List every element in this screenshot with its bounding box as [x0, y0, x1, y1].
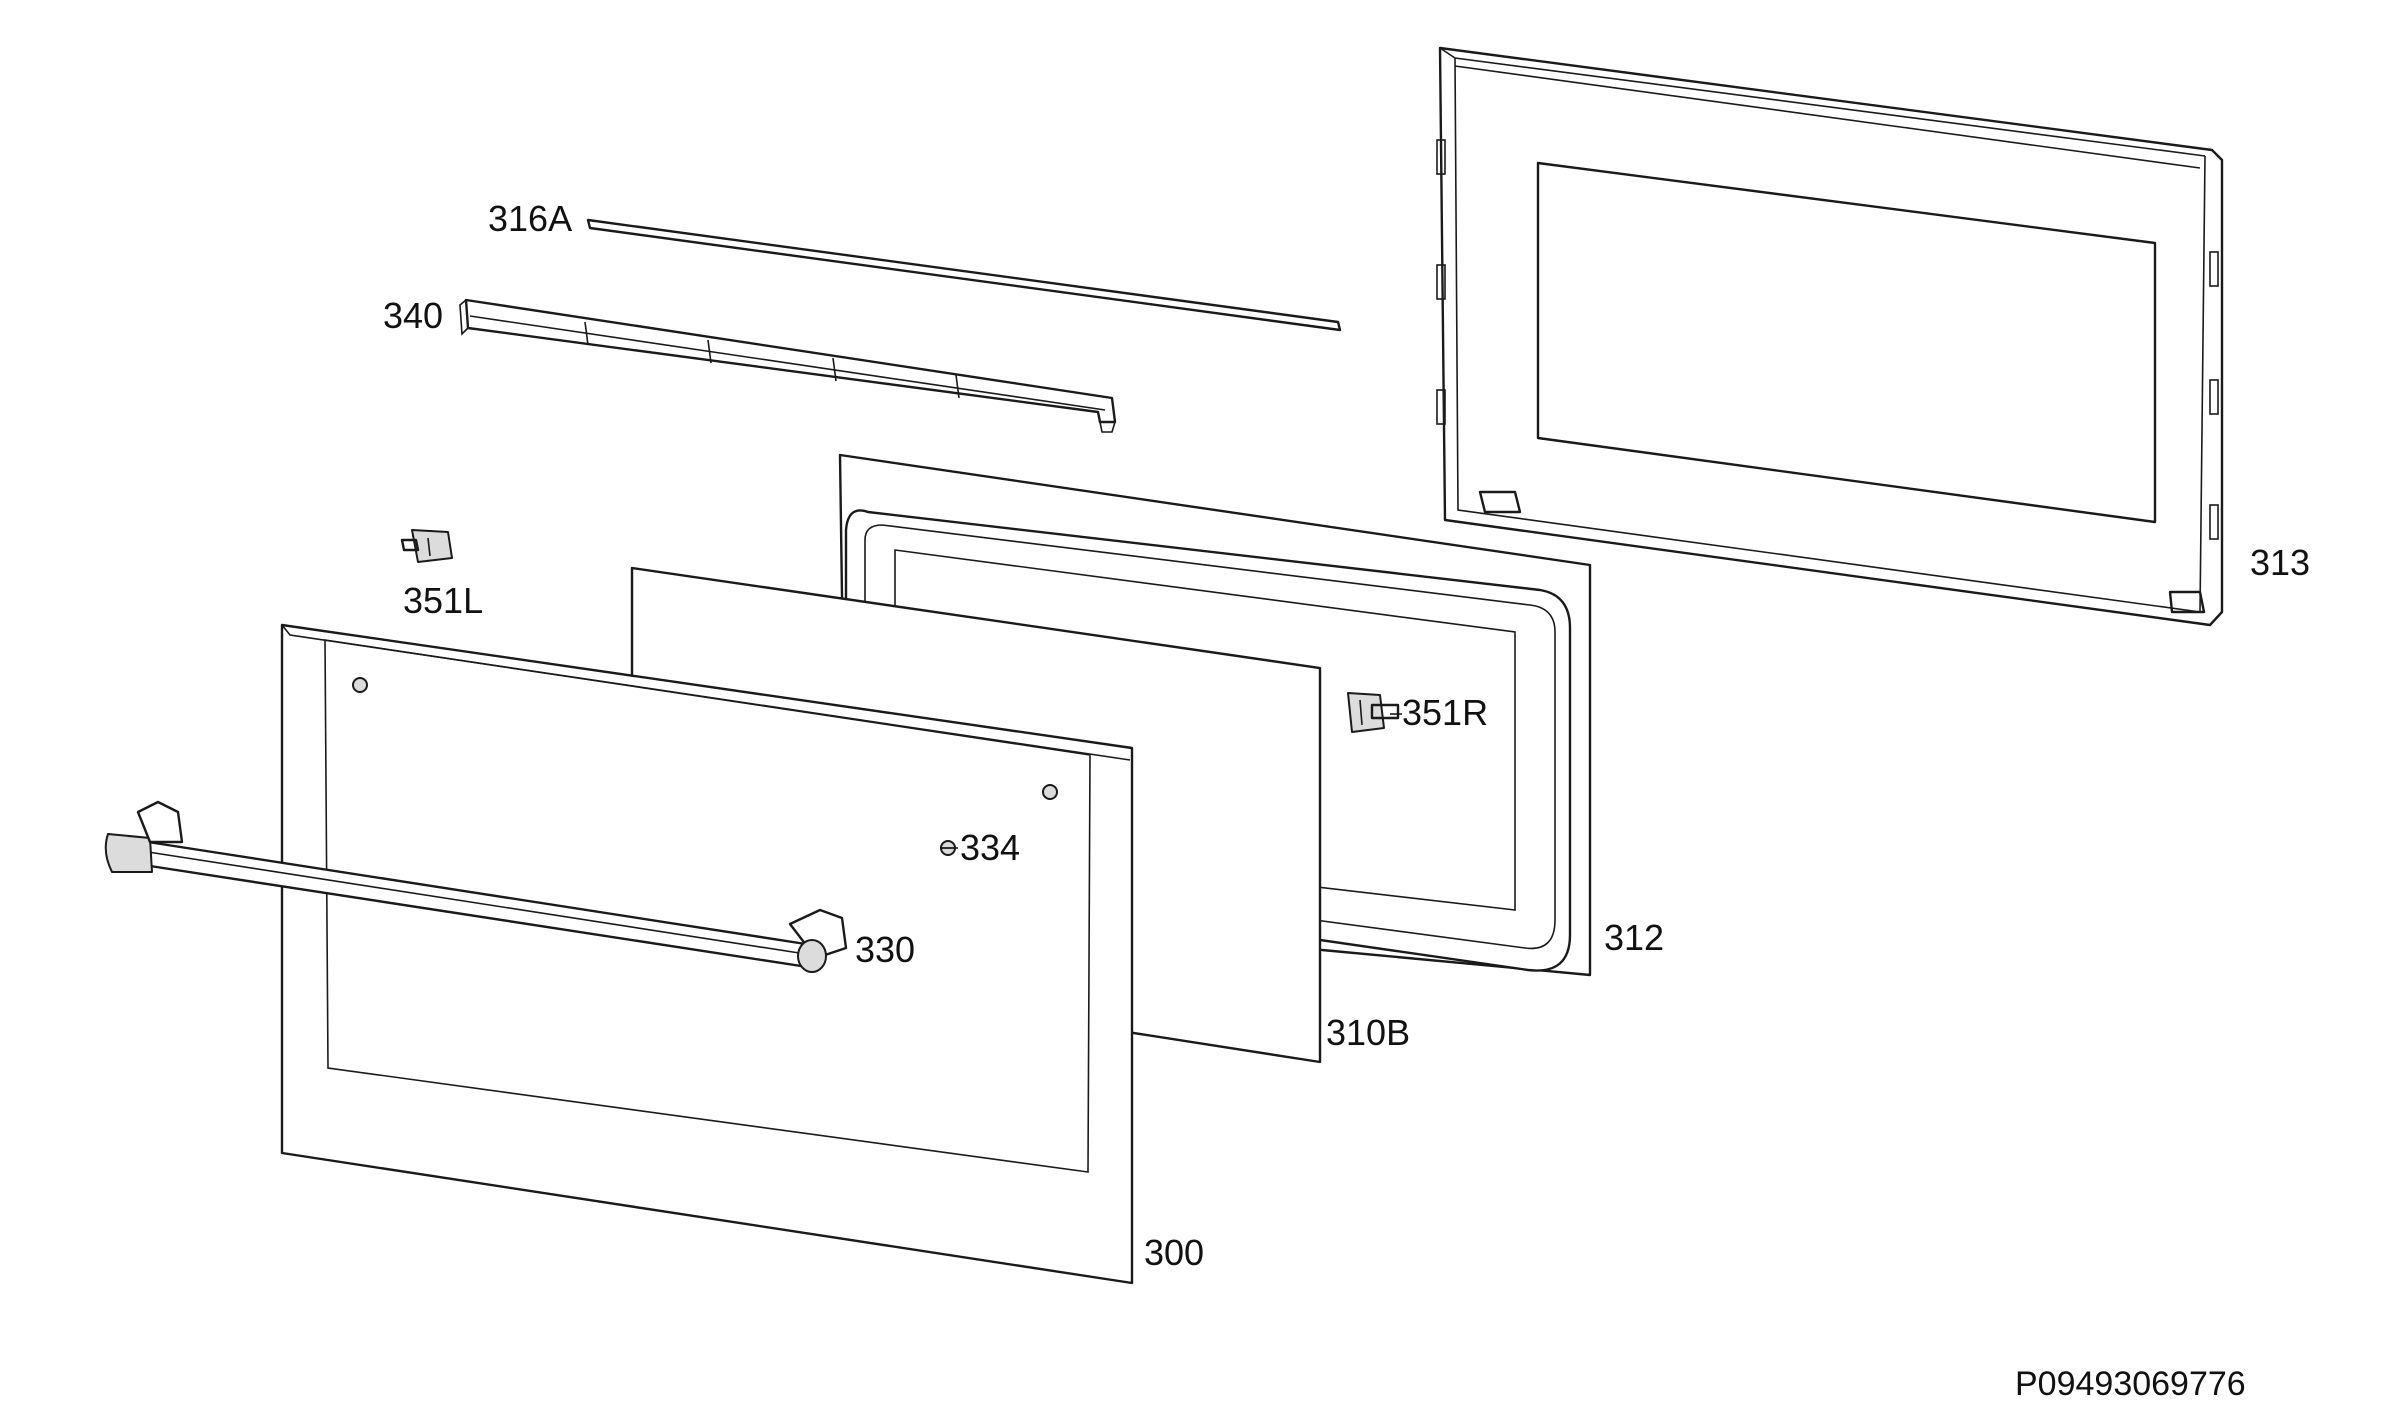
- drawing-code: P09493069776: [2015, 1365, 2246, 1403]
- label-316A: 316A: [488, 198, 572, 239]
- label-300: 300: [1144, 1232, 1204, 1273]
- part-351L-clip: [400, 529, 453, 563]
- label-351L: 351L: [403, 580, 483, 621]
- part-313-rear-frame: [1436, 46, 2224, 627]
- label-330: 330: [855, 929, 915, 970]
- part-316A-rod: [586, 218, 1342, 332]
- part-340-bracket: [459, 298, 1117, 433]
- label-313: 313: [2250, 542, 2310, 583]
- part-300-outer-door: [280, 623, 1134, 1285]
- label-310B: 310B: [1326, 1012, 1410, 1053]
- label-312: 312: [1604, 917, 1664, 958]
- label-334: 334: [960, 827, 1020, 868]
- part-330-handle: [104, 800, 848, 973]
- part-351R-clip: [1347, 692, 1400, 733]
- label-351R: 351R: [1402, 692, 1488, 733]
- label-340: 340: [383, 295, 443, 336]
